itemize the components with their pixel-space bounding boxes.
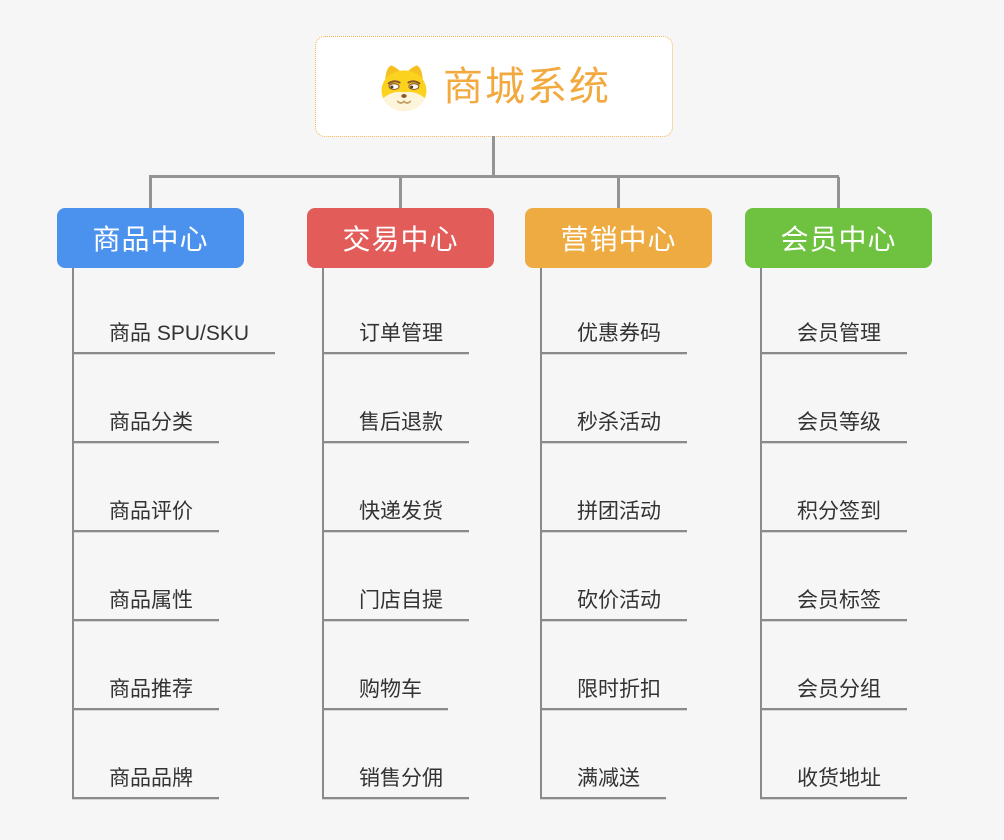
leaf-label: 会员等级 [797,410,881,434]
leaf-node[interactable]: 门店自提 [322,532,469,621]
branch-column: 会员中心 会员管理 会员等级 积分签到 会员标签 会员分组 收货地址 [745,208,995,799]
branch-label: 交易中心 [342,224,459,255]
branch-node-product-center[interactable]: 商品中心 [57,208,244,268]
branch-children: 订单管理 售后退款 快递发货 门店自提 购物车 销售分佣 [307,268,557,799]
branch-node-trade-center[interactable]: 交易中心 [307,208,494,268]
leaf-node[interactable]: 秒杀活动 [540,354,687,443]
leaf-label: 订单管理 [359,321,443,345]
leaf-label: 门店自提 [359,588,443,612]
leaf-label: 商品品牌 [109,766,193,790]
connector-branch-stub [837,177,840,209]
leaf-node[interactable]: 限时折扣 [540,621,687,710]
leaf-label: 积分签到 [797,499,881,523]
branch-label: 会员中心 [780,224,897,255]
leaf-label: 购物车 [359,677,422,701]
connector-branch-stub [617,177,620,209]
leaf-node[interactable]: 订单管理 [322,268,469,354]
leaf-node[interactable]: 售后退款 [322,354,469,443]
leaf-label: 秒杀活动 [577,410,661,434]
branch-label: 商品中心 [92,224,209,255]
leaf-node[interactable]: 商品评价 [72,443,219,532]
leaf-node[interactable]: 拼团活动 [540,443,687,532]
leaf-node[interactable]: 购物车 [322,621,448,710]
leaf-node[interactable]: 商品品牌 [72,710,219,799]
branch-column: 商品中心 商品 SPU/SKU 商品分类 商品评价 商品属性 商品推荐 商品品牌 [57,208,307,799]
leaf-node[interactable]: 销售分佣 [322,710,469,799]
doge-icon [377,62,431,112]
leaf-node[interactable]: 会员等级 [760,354,907,443]
connector-branch-stub [149,177,152,209]
branch-column: 营销中心 优惠券码 秒杀活动 拼团活动 砍价活动 限时折扣 满减送 [525,208,775,799]
leaf-label: 商品 SPU/SKU [109,321,250,345]
leaf-node[interactable]: 积分签到 [760,443,907,532]
leaf-label: 满减送 [577,766,640,790]
leaf-node[interactable]: 商品属性 [72,532,219,621]
leaf-node[interactable]: 商品推荐 [72,621,219,710]
leaf-node[interactable]: 满减送 [540,710,666,799]
leaf-label: 会员标签 [797,588,881,612]
leaf-node[interactable]: 商品 SPU/SKU [72,268,276,354]
leaf-label: 限时折扣 [577,677,661,701]
leaf-label: 会员管理 [797,321,881,345]
root-node[interactable]: 商城系统 [315,36,673,137]
leaf-label: 快递发货 [359,499,443,523]
leaf-node[interactable]: 商品分类 [72,354,219,443]
leaf-label: 拼团活动 [577,499,661,523]
leaf-label: 销售分佣 [359,766,443,790]
leaf-node[interactable]: 会员管理 [760,268,907,354]
leaf-label: 会员分组 [797,677,881,701]
leaf-label: 优惠券码 [577,321,661,345]
connector-branch-stub [399,177,402,209]
connector-root-stub [492,136,495,177]
leaf-node[interactable]: 快递发货 [322,443,469,532]
branch-label: 营销中心 [560,224,677,255]
leaf-label: 商品属性 [109,588,193,612]
leaf-node[interactable]: 优惠券码 [540,268,687,354]
leaf-node[interactable]: 砍价活动 [540,532,687,621]
branch-column: 交易中心 订单管理 售后退款 快递发货 门店自提 购物车 销售分佣 [307,208,557,799]
leaf-label: 售后退款 [359,410,443,434]
leaf-label: 商品评价 [109,499,193,523]
connector-horizontal-rail [149,175,839,178]
branch-node-member-center[interactable]: 会员中心 [745,208,932,268]
leaf-label: 商品分类 [109,410,193,434]
leaf-label: 商品推荐 [109,677,193,701]
branch-children: 商品 SPU/SKU 商品分类 商品评价 商品属性 商品推荐 商品品牌 [57,268,307,799]
leaf-label: 收货地址 [797,766,881,790]
leaf-label: 砍价活动 [577,588,661,612]
root-title: 商城系统 [443,64,611,109]
leaf-node[interactable]: 收货地址 [760,710,907,799]
branch-children: 会员管理 会员等级 积分签到 会员标签 会员分组 收货地址 [745,268,995,799]
leaf-node[interactable]: 会员分组 [760,621,907,710]
leaf-node[interactable]: 会员标签 [760,532,907,621]
branch-node-marketing-center[interactable]: 营销中心 [525,208,712,268]
branch-children: 优惠券码 秒杀活动 拼团活动 砍价活动 限时折扣 满减送 [525,268,775,799]
